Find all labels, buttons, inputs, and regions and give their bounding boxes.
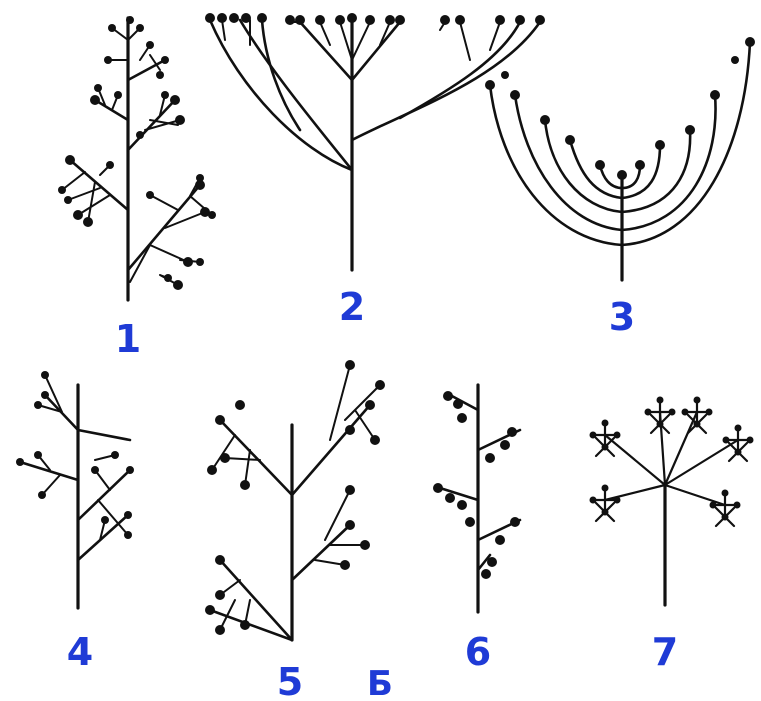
panel-label-3: 3	[609, 295, 635, 339]
inflorescence-thyrse	[16, 371, 134, 608]
inflorescence-panicle	[58, 16, 216, 300]
group-label: Б	[367, 664, 393, 701]
inflorescence-dichasium	[205, 360, 385, 640]
panel-label-7: 7	[652, 630, 678, 674]
inflorescence-compound-curved	[485, 37, 755, 280]
panel-label-2: 2	[339, 285, 365, 329]
inflorescence-compound-spike	[433, 385, 520, 612]
inflorescence-compound-umbel	[590, 397, 754, 606]
panel-label-6: 6	[465, 630, 491, 674]
panel-label-4: 4	[67, 630, 93, 674]
panel-label-1: 1	[115, 317, 141, 361]
panel-label-5: 5	[277, 660, 303, 701]
inflorescence-corymb	[205, 13, 545, 270]
